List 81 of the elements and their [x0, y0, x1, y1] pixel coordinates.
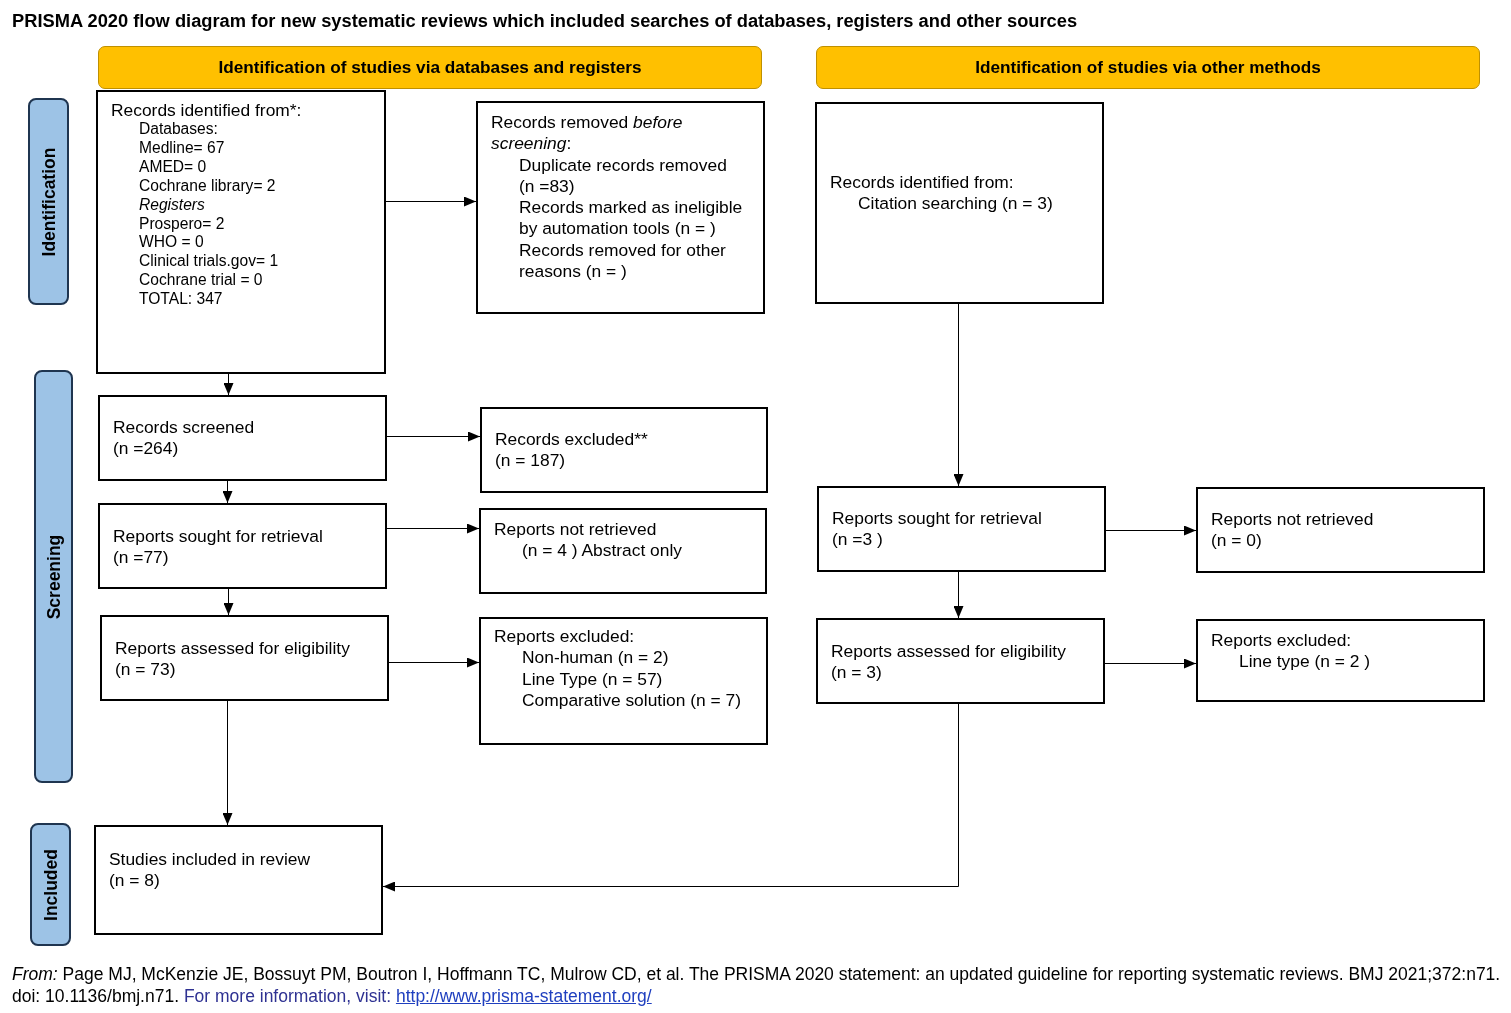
arrow: [382, 703, 959, 892]
arrow: [386, 523, 480, 534]
arrow: [223, 373, 234, 396]
box-text: Comparative solution (n = 7): [521, 689, 742, 712]
stage-label: Screening: [43, 534, 64, 619]
box-text: Records removed for other reasons (n = ): [518, 239, 727, 283]
box-text: Non-human (n = 2): [521, 647, 670, 669]
box-text: TOTAL: 347: [138, 290, 224, 310]
box-text: Reports sought for retrieval: [113, 526, 324, 548]
process-box: [816, 618, 1105, 704]
box-text: Cochrane trial = 0: [138, 271, 264, 291]
box-text: (n =264): [113, 438, 180, 460]
box-text: (n = 3): [831, 662, 883, 684]
arrow: [1105, 525, 1197, 536]
process-box: [480, 407, 768, 493]
box-text: Studies included in review: [109, 849, 312, 871]
box-text: Reports excluded:: [494, 626, 636, 648]
box-text: (n =3 ): [832, 529, 884, 551]
process-box: [98, 395, 387, 481]
process-box: [100, 615, 389, 701]
box-text: (n = 187): [495, 450, 567, 472]
box-text: Prospero= 2: [138, 214, 226, 234]
box-text: Duplicate records removed (n =83): [518, 154, 728, 198]
box-text: Records identified from*:: [111, 100, 303, 120]
process-box: [1196, 487, 1485, 573]
arrow: [1104, 658, 1197, 669]
stage-label: Included: [40, 848, 61, 921]
box-text: Databases:: [138, 120, 219, 139]
box-text: WHO = 0: [138, 233, 205, 253]
box-text: Line type (n = 2 ): [1238, 651, 1371, 673]
box-text: Reports not retrieved: [494, 519, 658, 541]
arrow: [223, 588, 234, 616]
process-box: [96, 90, 386, 374]
box-text: (n = 4 ) Abstract only: [521, 540, 683, 562]
box-text: Reports excluded:: [1211, 630, 1353, 652]
stage-band: [30, 823, 71, 946]
section-header-bar: [98, 46, 762, 89]
process-box: [479, 508, 767, 594]
process-box: [94, 825, 383, 935]
box-text: Reports assessed for eligibility: [831, 641, 1067, 663]
box-text: Clinical trials.gov= 1: [138, 252, 280, 272]
section-title: Identification of studies via databases and registers: [218, 57, 642, 78]
arrow: [222, 480, 233, 504]
stage-band: [34, 370, 73, 783]
box-text: Line Type (n = 57): [521, 668, 664, 690]
arrow: [385, 196, 477, 207]
process-box: [817, 486, 1106, 572]
box-text: Records screened: [113, 417, 256, 439]
process-box: [98, 503, 387, 589]
process-box: [479, 617, 768, 745]
box-text: (n = 73): [115, 659, 177, 681]
box-text: (n =77): [113, 547, 170, 569]
box-text: Citation searching (n = 3): [857, 193, 1054, 215]
stage-label: Identification: [38, 147, 59, 256]
arrow: [222, 700, 233, 826]
section-title: Identification of studies via other methods: [975, 57, 1321, 78]
citation-text: From: Page MJ, McKenzie JE, Bossuyt PM, Boutron I, Hoffmann TC, Mulrow CD, et al. The PRISMA 2020 statement: an updated guideline for reporting systematic reviews. BMJ 2021;372:n71. doi: 10.1136/bmj.n71. For more information, visit: http://www.prisma-statement.org/: [12, 964, 1502, 1007]
arrow: [953, 571, 964, 619]
stage-band: [28, 98, 69, 305]
arrow: [953, 303, 964, 487]
box-text: Reports not retrieved: [1211, 509, 1375, 531]
section-header-bar: [816, 46, 1480, 89]
arrow: [386, 431, 481, 442]
box-text: AMED= 0: [138, 157, 208, 177]
box-text: Registers: [138, 195, 206, 215]
process-box: [476, 101, 765, 314]
process-box: [1196, 619, 1485, 702]
box-text: Reports sought for retrieval: [832, 508, 1043, 530]
box-text: (n = 8): [109, 870, 161, 892]
box-text: Records removed before screening:: [491, 112, 684, 155]
diagram-title: PRISMA 2020 flow diagram for new systematic reviews which included searches of databases, registers and other sources: [12, 9, 1078, 33]
box-text: Cochrane library= 2: [138, 176, 277, 196]
website-link: http://www.prisma-statement.org/: [395, 985, 652, 1006]
process-box: [815, 102, 1104, 304]
box-text: Records marked as ineligible by automation tools (n = ): [518, 197, 744, 240]
box-text: Reports assessed for eligibility: [115, 638, 351, 660]
box-text: Records identified from:: [830, 172, 1015, 194]
box-text: Medline= 67: [138, 138, 226, 158]
box-text: Records excluded**: [495, 429, 649, 451]
box-text: (n = 0): [1211, 530, 1263, 552]
arrow: [388, 657, 480, 668]
